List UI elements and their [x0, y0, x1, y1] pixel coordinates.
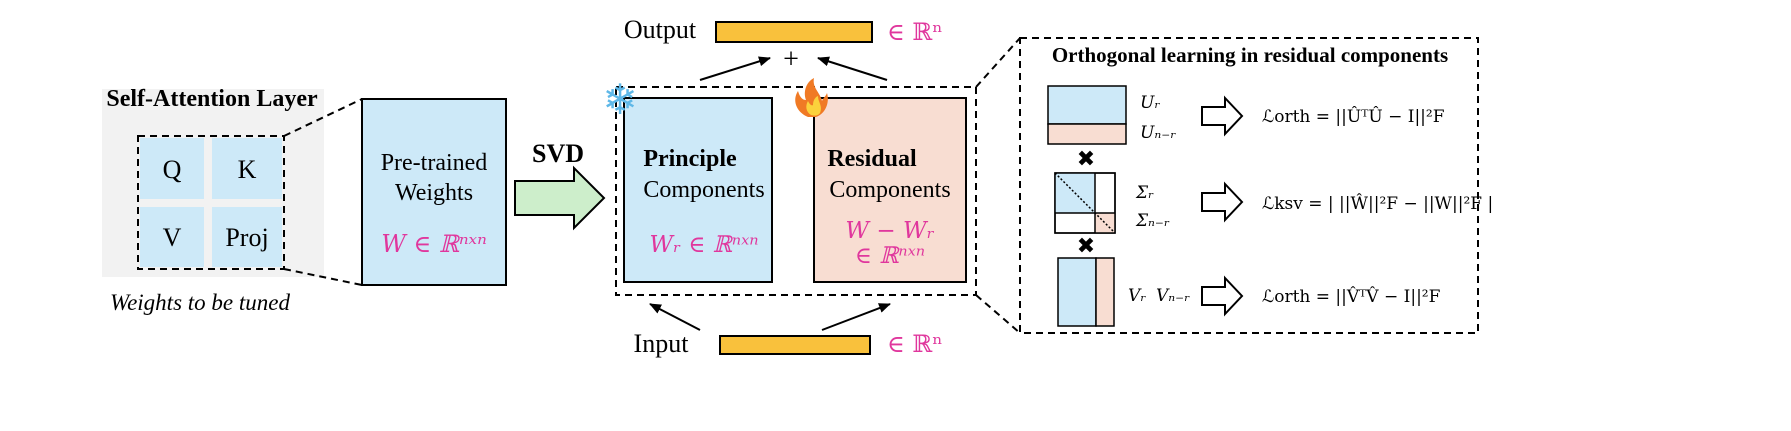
u-nr-label: Uₙ₋ᵣ	[1140, 123, 1176, 143]
residual-formula-1: W − Wᵣ	[845, 218, 934, 244]
v-matrix-right	[1095, 257, 1115, 327]
principle-sub: Components	[643, 177, 764, 203]
orthogonal-panel	[1019, 37, 1479, 334]
times-icon-1: ✖	[1077, 147, 1095, 172]
sigma-r-label: Σᵣ	[1135, 183, 1154, 203]
residual-title: Residual	[827, 146, 917, 172]
principle-components-box	[623, 97, 773, 283]
sigma-outline	[1054, 172, 1116, 234]
pretrained-line2: Weights	[395, 180, 473, 206]
input-bar	[719, 335, 871, 355]
ksv-loss: ℒksv = | ||Ŵ||²F − ||W||²F |	[1262, 193, 1493, 214]
svd-label: SVD	[532, 139, 584, 168]
flame-icon	[795, 78, 828, 117]
snowflake-icon: ❄	[602, 75, 637, 124]
cell-k-label: K	[238, 155, 257, 184]
v-r-label: Vᵣ	[1128, 286, 1146, 306]
zoom-line-right-bottom	[975, 294, 1021, 334]
zoom-line-right-top	[975, 37, 1021, 88]
arrow-residual-to-output	[817, 56, 888, 81]
cell-q	[140, 138, 204, 199]
cell-k	[212, 138, 282, 199]
zoom-line-top	[283, 98, 363, 137]
cell-proj	[212, 207, 282, 267]
decomposition-dashed-box	[615, 86, 977, 296]
principle-formula: Wᵣ ∈ ℝⁿˣⁿ	[649, 232, 758, 258]
v-loss: ℒorth = ||V̂ᵀV̂ − I||²F	[1262, 287, 1441, 307]
arrow-principle-to-output	[699, 56, 771, 81]
arrow-input-to-residual	[821, 303, 891, 331]
principle-title: Principle	[643, 146, 737, 172]
u-arrow-icon	[1201, 95, 1244, 137]
weights-dashed-box	[137, 135, 285, 270]
layer-title: Self-Attention Layer	[106, 86, 318, 112]
input-label: Input	[634, 329, 690, 358]
v-arrow-icon	[1201, 275, 1244, 317]
residual-components-box	[813, 97, 967, 283]
plus-sign: +	[783, 44, 799, 75]
sigma-nr-label: Σₙ₋ᵣ	[1135, 211, 1170, 231]
residual-sub: Components	[829, 177, 950, 203]
pretrained-formula: W ∈ ℝⁿˣⁿ	[381, 230, 487, 258]
output-space: ∈ ℝⁿ	[887, 18, 943, 46]
arrow-input-to-principle	[649, 303, 701, 331]
pretrained-line1: Pre-trained	[381, 150, 488, 176]
residual-formula-2: ∈ ℝⁿˣⁿ	[855, 243, 925, 269]
u-matrix-bottom	[1047, 123, 1127, 145]
cell-proj-label: Proj	[225, 223, 268, 252]
cell-v	[140, 207, 204, 267]
input-space: ∈ ℝⁿ	[887, 330, 943, 358]
zoom-line-bottom	[283, 268, 363, 286]
svd-arrow-icon	[514, 165, 606, 231]
times-icon-2: ✖	[1077, 234, 1095, 259]
pretrained-weights-box	[361, 98, 507, 286]
u-matrix-top	[1047, 85, 1127, 125]
weights-caption: Weights to be tuned	[110, 290, 290, 315]
cell-q-label: Q	[163, 155, 182, 184]
v-matrix-left	[1057, 257, 1097, 327]
v-nr-label: Vₙ₋ᵣ	[1156, 286, 1190, 306]
output-bar	[715, 21, 873, 43]
u-r-label: Uᵣ	[1140, 93, 1160, 113]
output-label: Output	[624, 15, 697, 44]
sigma-arrow-icon	[1201, 181, 1244, 223]
panel-title: Orthogonal learning in residual componen…	[1052, 43, 1448, 67]
cell-v-label: V	[163, 223, 182, 252]
u-loss: ℒorth = ||ÛᵀÛ − I||²F	[1262, 106, 1445, 127]
